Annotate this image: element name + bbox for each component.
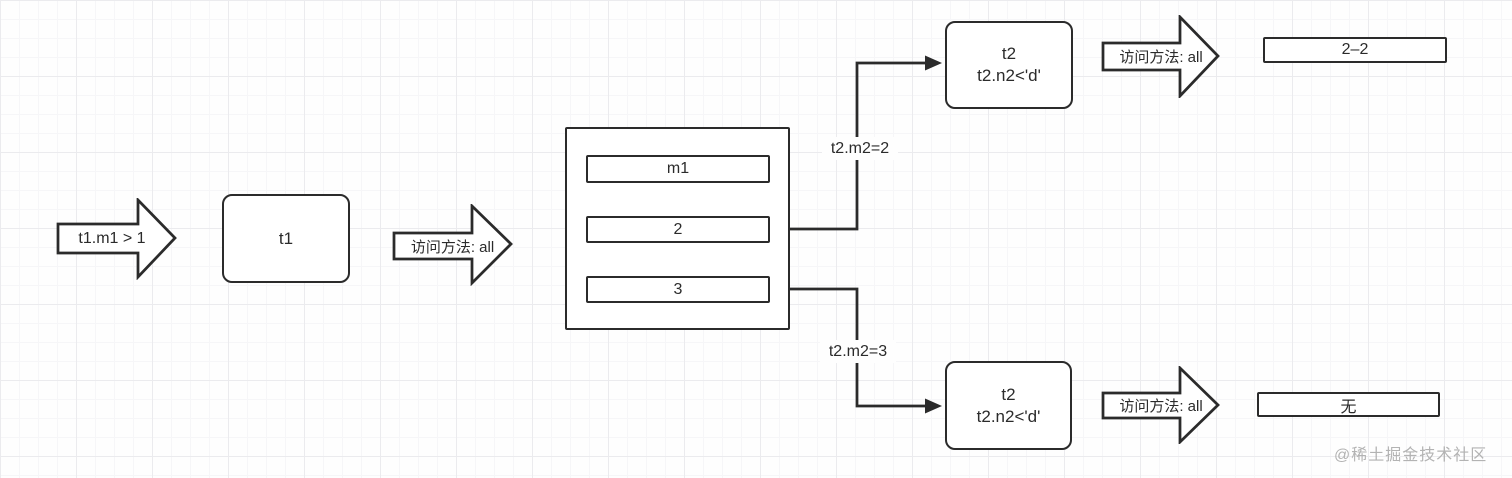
edge-label-bottom: t2.m2=3 — [820, 340, 896, 363]
result-top-label: 2–2 — [1341, 41, 1369, 58]
watermark: @稀土掘金技术社区 — [1334, 447, 1488, 464]
t2-node-bottom: t2 t2.n2<'d' — [945, 361, 1072, 450]
scan-row-label: m1 — [666, 160, 690, 177]
entry-arrow-icon — [56, 198, 177, 280]
scan-row-2: 2 — [586, 216, 770, 243]
t2-top-line2: t2.n2<'d' — [977, 66, 1041, 85]
access-arrow-top-icon — [1101, 15, 1220, 98]
scan-row-3: 3 — [586, 276, 770, 303]
access-arrow-bottom-icon — [1101, 366, 1220, 444]
scan-row-label: 3 — [673, 280, 683, 298]
t2-top-line1: t2 — [1001, 44, 1017, 63]
t2-node-top: t2 t2.n2<'d' — [945, 21, 1073, 109]
t1-node-label: t1 — [278, 228, 294, 248]
edge-label-top: t2.m2=2 — [822, 137, 898, 160]
arrowhead-icon — [925, 55, 942, 71]
arrowhead-icon — [925, 398, 942, 414]
entry-arrow-label: t1.m1 > 1 — [78, 230, 146, 247]
result-box-top: 2–2 — [1263, 37, 1447, 63]
result-bottom-label: 无 — [1340, 398, 1357, 416]
t2-bottom-line1: t2 — [1001, 384, 1016, 404]
scan-row-label: 2 — [673, 220, 683, 238]
scan-row-m1: m1 — [586, 155, 770, 183]
access-arrow-top-label: 访问方法: all — [1119, 49, 1203, 66]
t1-node: t1 — [222, 194, 350, 283]
t2-bottom-line2: t2.n2<'d' — [976, 406, 1041, 426]
access-arrow-bottom-label: 访问方法: all — [1119, 397, 1203, 415]
result-box-bottom: 无 — [1257, 392, 1440, 417]
access-arrow-1-icon — [392, 204, 513, 286]
access-arrow-1-label: 访问方法: all — [410, 238, 495, 256]
